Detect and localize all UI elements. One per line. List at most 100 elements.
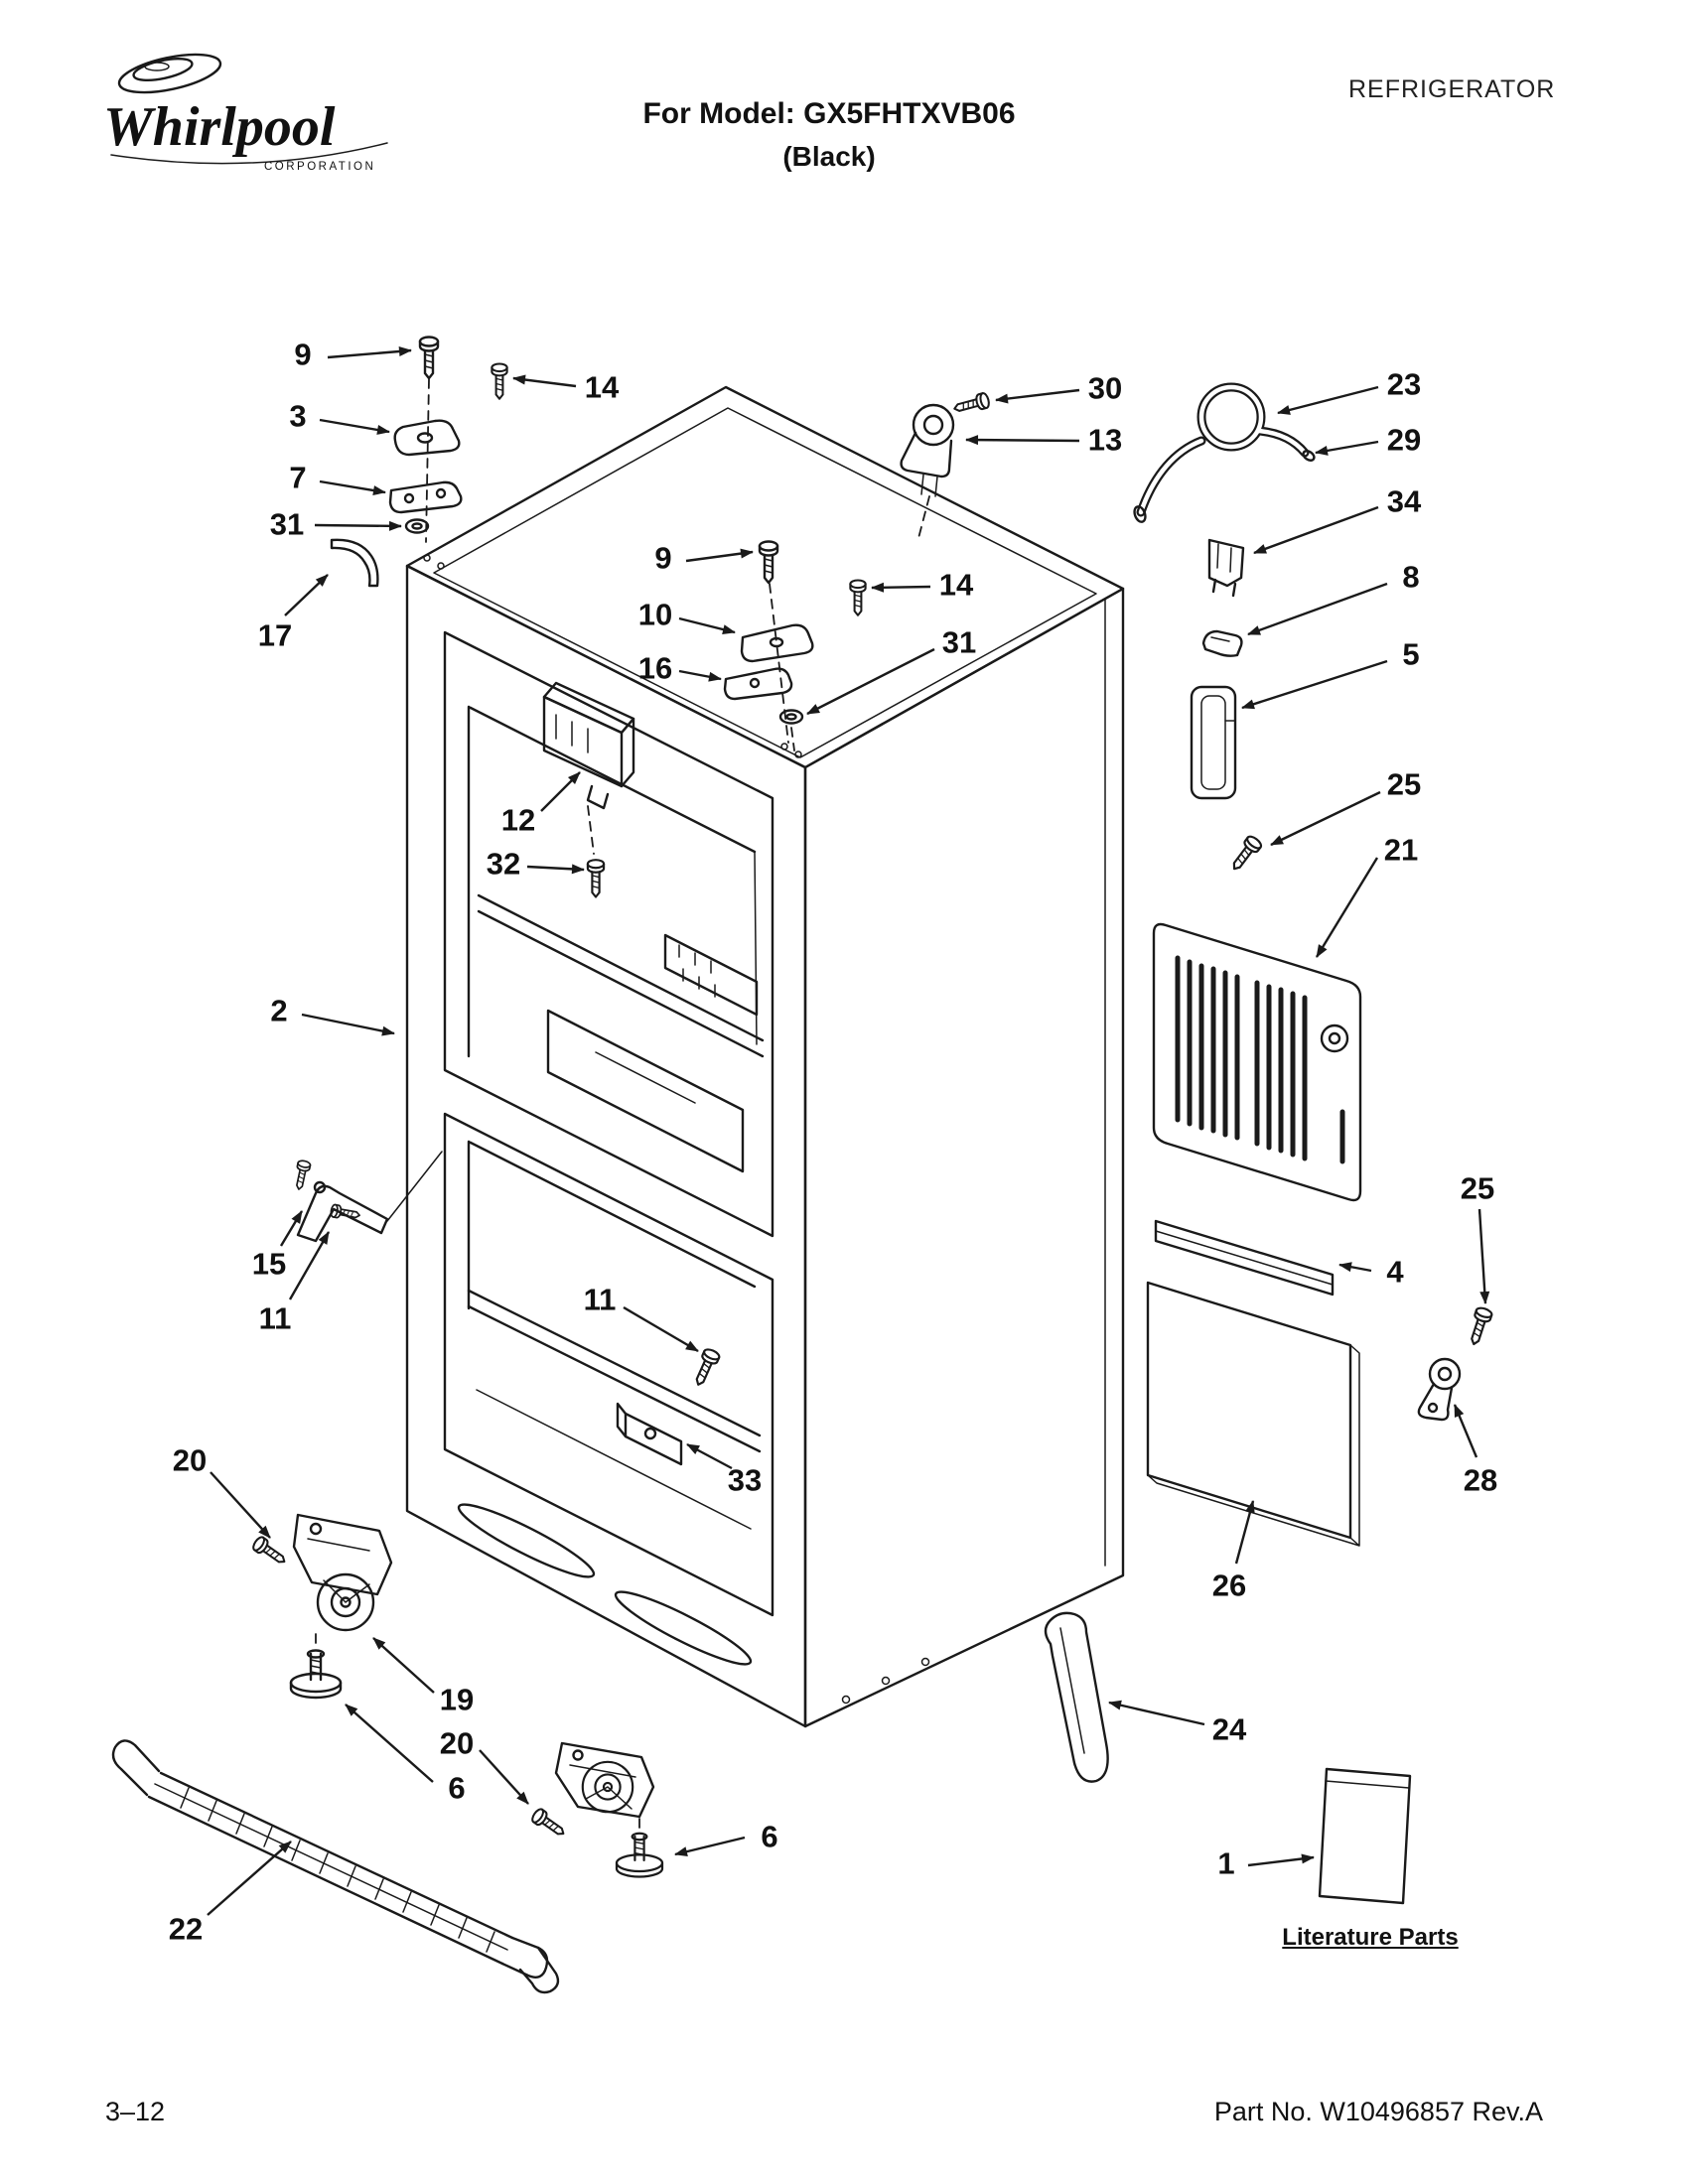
callout-7: 7: [289, 460, 307, 495]
callout-11: 11: [258, 1300, 292, 1336]
leader-10: [678, 616, 736, 634]
callout-6: 6: [448, 1770, 466, 1806]
callout-31: 31: [941, 624, 977, 660]
leader-30: [995, 388, 1080, 404]
callout-20: 20: [172, 1442, 208, 1478]
callout-28: 28: [1463, 1462, 1498, 1498]
tube-17: [330, 538, 379, 588]
callout-9: 9: [654, 540, 672, 576]
whirlpool-logo: Whirlpool CORPORATION: [95, 44, 403, 198]
model-title: For Model: GX5FHTXVB06: [642, 97, 1016, 130]
callout-20: 20: [439, 1725, 475, 1761]
leader-12: [540, 771, 581, 812]
callout-25: 25: [1460, 1170, 1495, 1206]
leader-3: [319, 418, 390, 435]
leader-17: [284, 574, 329, 616]
callout-1: 1: [1217, 1845, 1235, 1881]
callout-22: 22: [168, 1911, 204, 1947]
cabinet-interior-upper: [467, 705, 765, 1173]
base-grille: [111, 1739, 560, 1994]
leader-4: [1338, 1262, 1372, 1273]
leader-21: [1315, 857, 1379, 958]
document-type-label: REFRIGERATOR: [1348, 75, 1556, 103]
cabinet-interior-lower: [467, 1140, 762, 1530]
leader-25: [1270, 790, 1381, 847]
callout-4: 4: [1386, 1254, 1404, 1290]
leader-34: [1253, 505, 1379, 555]
filter-housing: [542, 681, 635, 810]
condenser-cover: [1152, 922, 1362, 1202]
hinge-13: [900, 403, 955, 543]
leader-22: [207, 1841, 292, 1916]
leader-13: [965, 435, 1080, 446]
callout-14: 14: [584, 369, 620, 405]
leader-14: [512, 374, 577, 388]
leader-28: [1453, 1404, 1478, 1458]
leader-25: [1477, 1208, 1490, 1304]
callout-9: 9: [294, 337, 312, 372]
leader-19: [372, 1637, 435, 1694]
leader-6: [345, 1704, 434, 1783]
callout-21: 21: [1383, 832, 1419, 868]
cabinet-shell: [405, 385, 1125, 1728]
callout-16: 16: [637, 650, 673, 686]
leader-1: [1247, 1853, 1315, 1867]
rear-panel-26: [1146, 1281, 1360, 1547]
model-title-block: For Model: GX5FHTXVB06 (Black): [596, 97, 1062, 173]
leader-20: [479, 1749, 529, 1805]
leader-23: [1277, 385, 1379, 415]
leader-6: [674, 1836, 746, 1857]
clamp-28: [1417, 1357, 1462, 1422]
callout-31: 31: [269, 506, 305, 542]
callout-17: 17: [257, 617, 293, 653]
leader-2: [301, 1013, 395, 1036]
leader-7: [319, 479, 386, 495]
callout-32: 32: [486, 846, 521, 882]
callout-10: 10: [637, 597, 673, 632]
leader-24: [1108, 1700, 1205, 1726]
whirlpool-logo-art: Whirlpool CORPORATION: [103, 53, 388, 173]
callout-3: 3: [289, 398, 307, 434]
leader-14: [871, 582, 931, 593]
trim-24: [1044, 1611, 1109, 1783]
callout-34: 34: [1386, 483, 1422, 519]
callout-33: 33: [727, 1462, 763, 1498]
leader-16: [678, 669, 722, 682]
part-number: Part No. W10496857 Rev.A: [1213, 2097, 1543, 2126]
leader-29: [1315, 440, 1379, 456]
leader-5: [1241, 659, 1388, 710]
callout-30: 30: [1087, 370, 1123, 406]
hinge-stack-top-left: [388, 336, 508, 543]
callout-25: 25: [1386, 766, 1422, 802]
leader-32: [526, 864, 585, 875]
callout-5: 5: [1402, 636, 1420, 672]
leader-8: [1247, 582, 1388, 636]
callout-26: 26: [1211, 1568, 1247, 1603]
logo-corporation-label: CORPORATION: [264, 161, 375, 173]
trim-strip-4: [1154, 1219, 1335, 1297]
leader-15: [279, 1210, 304, 1247]
bracket-15: [296, 1151, 443, 1243]
literature-parts-label: Literature Parts: [1282, 1924, 1459, 1951]
logo-swirl-icon: [117, 53, 222, 94]
leader-lines: [207, 346, 1490, 1916]
roller-front: [292, 1513, 393, 1651]
model-color: (Black): [782, 141, 876, 172]
callout-12: 12: [500, 802, 536, 838]
leader-9: [327, 346, 412, 359]
leader-20: [210, 1471, 271, 1539]
callout-19: 19: [439, 1682, 475, 1717]
callout-8: 8: [1402, 559, 1420, 595]
callout-15: 15: [251, 1246, 287, 1282]
hinge-stack-top-center: [723, 540, 867, 751]
literature-booklet: [1318, 1767, 1412, 1905]
callout-2: 2: [270, 993, 288, 1028]
bracket-33: [616, 1402, 683, 1466]
callout-29: 29: [1386, 422, 1422, 458]
water-line: [1133, 382, 1316, 523]
callout-13: 13: [1087, 422, 1123, 458]
bracket-34: [1207, 538, 1245, 598]
